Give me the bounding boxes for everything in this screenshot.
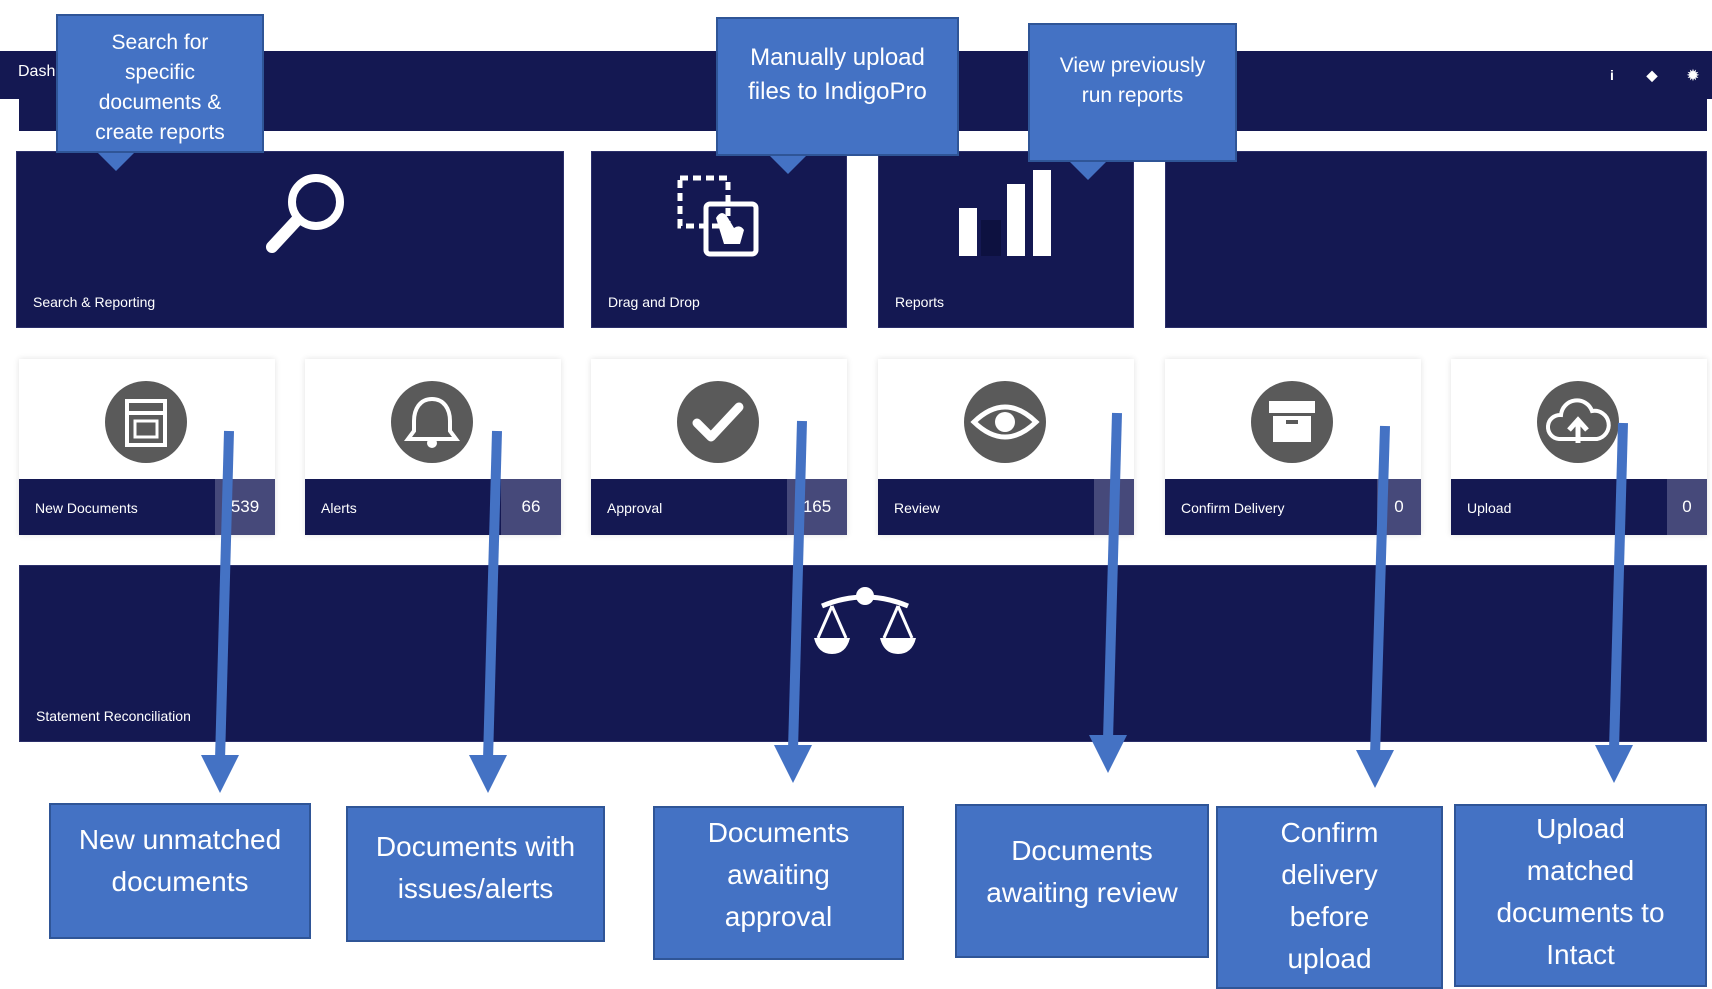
queue-count (1094, 479, 1134, 535)
callout-notch (98, 153, 134, 171)
queue-strip: New Documents 539 (19, 479, 275, 535)
reports-tile[interactable]: Reports (878, 151, 1134, 328)
queue-count: 66 (501, 479, 561, 535)
gear-icon[interactable]: ✹ (1687, 67, 1699, 83)
callout-alerts: Documents with issues/alerts (346, 806, 605, 942)
bar-chart-icon (959, 170, 1051, 256)
tag-icon[interactable]: ◆ (1646, 67, 1658, 83)
queue-label: Approval (607, 500, 663, 516)
cloud-upload-icon (1537, 381, 1619, 463)
queue-label: New Documents (35, 500, 138, 516)
queue-strip: Upload 0 (1451, 479, 1707, 535)
document-icon (105, 381, 187, 463)
queue-label: Confirm Delivery (1181, 500, 1285, 516)
drag-and-drop-label: Drag and Drop (608, 294, 700, 310)
eye-icon (964, 381, 1046, 463)
queue-card-new-documents[interactable]: New Documents 539 (19, 359, 275, 535)
search-reporting-label: Search & Reporting (33, 294, 156, 310)
queue-card-review[interactable]: Review (878, 359, 1134, 535)
queue-count: 165 (787, 479, 847, 535)
statement-reconciliation-tile[interactable]: Statement Reconciliation (19, 565, 1707, 742)
blank-tile (1165, 151, 1707, 328)
callout-notch (1070, 162, 1106, 180)
queue-count: 0 (1377, 479, 1421, 535)
callout-reports: View previously run reports (1028, 23, 1237, 162)
queue-card-alerts[interactable]: Alerts 66 (305, 359, 561, 535)
queue-label: Review (894, 500, 940, 516)
queue-count: 0 (1667, 479, 1707, 535)
queue-card-approval[interactable]: Approval 165 (591, 359, 847, 535)
callout-new-documents: New unmatched documents (49, 803, 311, 939)
callout-notch (770, 156, 806, 174)
queue-label: Alerts (321, 500, 357, 516)
callout-search: Search for specific documents & create r… (56, 14, 264, 153)
callout-upload-matched: Upload matched documents to Intact (1454, 804, 1707, 987)
queue-strip: Alerts 66 (305, 479, 561, 535)
statement-reconciliation-label: Statement Reconciliation (36, 708, 191, 724)
callout-review: Documents awaiting review (955, 804, 1209, 958)
queue-card-confirm-delivery[interactable]: Confirm Delivery 0 (1165, 359, 1421, 535)
archive-box-icon (1251, 381, 1333, 463)
search-reporting-tile[interactable]: Search & Reporting (16, 151, 564, 328)
callout-upload: Manually upload files to IndigoPro (716, 17, 959, 156)
queue-count: 539 (215, 479, 275, 535)
queue-strip: Confirm Delivery 0 (1165, 479, 1421, 535)
drag-drop-icon (677, 175, 759, 257)
dashboard-title: Dash (18, 63, 56, 80)
queue-label: Upload (1467, 500, 1512, 516)
checkmark-icon (677, 381, 759, 463)
bell-icon (391, 381, 473, 463)
info-icon[interactable]: i (1610, 67, 1614, 83)
reports-label: Reports (895, 294, 945, 310)
queue-strip: Approval 165 (591, 479, 847, 535)
callout-confirm-delivery: Confirm delivery before upload (1216, 806, 1443, 989)
queue-strip: Review (878, 479, 1134, 535)
callout-approval: Documents awaiting approval (653, 806, 904, 960)
drag-and-drop-tile[interactable]: Drag and Drop (591, 151, 847, 328)
magnifier-icon (266, 174, 344, 253)
scales-icon (814, 587, 916, 654)
queue-card-upload[interactable]: Upload 0 (1451, 359, 1707, 535)
